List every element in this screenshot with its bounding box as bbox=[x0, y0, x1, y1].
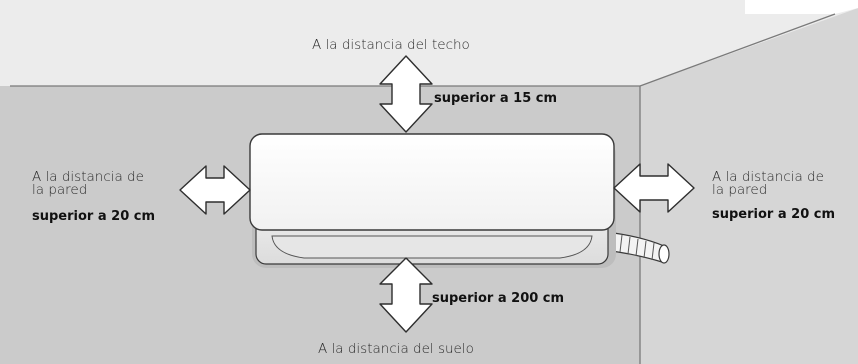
right-wall-distance-value: superior a 20 cm bbox=[712, 207, 836, 222]
corner-edge-diagonal bbox=[639, 13, 836, 87]
left-wall-distance-value: superior a 20 cm bbox=[32, 209, 156, 224]
double-arrow-vertical-icon bbox=[379, 55, 433, 133]
double-arrow-horizontal-icon bbox=[179, 165, 251, 215]
unit-air-outlet bbox=[271, 235, 593, 259]
left-wall-distance-label-line1: A la distancia de bbox=[32, 169, 144, 185]
side-wall bbox=[640, 8, 858, 364]
ceiling bbox=[0, 0, 858, 86]
right-wall-distance-label-line1: A la distancia de bbox=[712, 169, 824, 185]
ac-indoor-unit bbox=[249, 133, 616, 268]
double-arrow-vertical-icon bbox=[379, 257, 433, 333]
right-wall-distance-label-line2: la pared bbox=[712, 182, 768, 198]
floor-distance-label: A la distancia del suelo bbox=[318, 341, 474, 357]
unit-front-panel bbox=[249, 133, 615, 231]
left-wall-distance-label-line2: la pared bbox=[32, 182, 88, 198]
double-arrow-horizontal-icon bbox=[613, 163, 695, 213]
ceiling-distance-label: A la distancia del techo bbox=[312, 37, 470, 53]
ceiling-corner bbox=[745, 0, 858, 14]
ceiling-distance-value: superior a 15 cm bbox=[434, 91, 558, 106]
floor-distance-value: superior a 200 cm bbox=[432, 291, 565, 306]
